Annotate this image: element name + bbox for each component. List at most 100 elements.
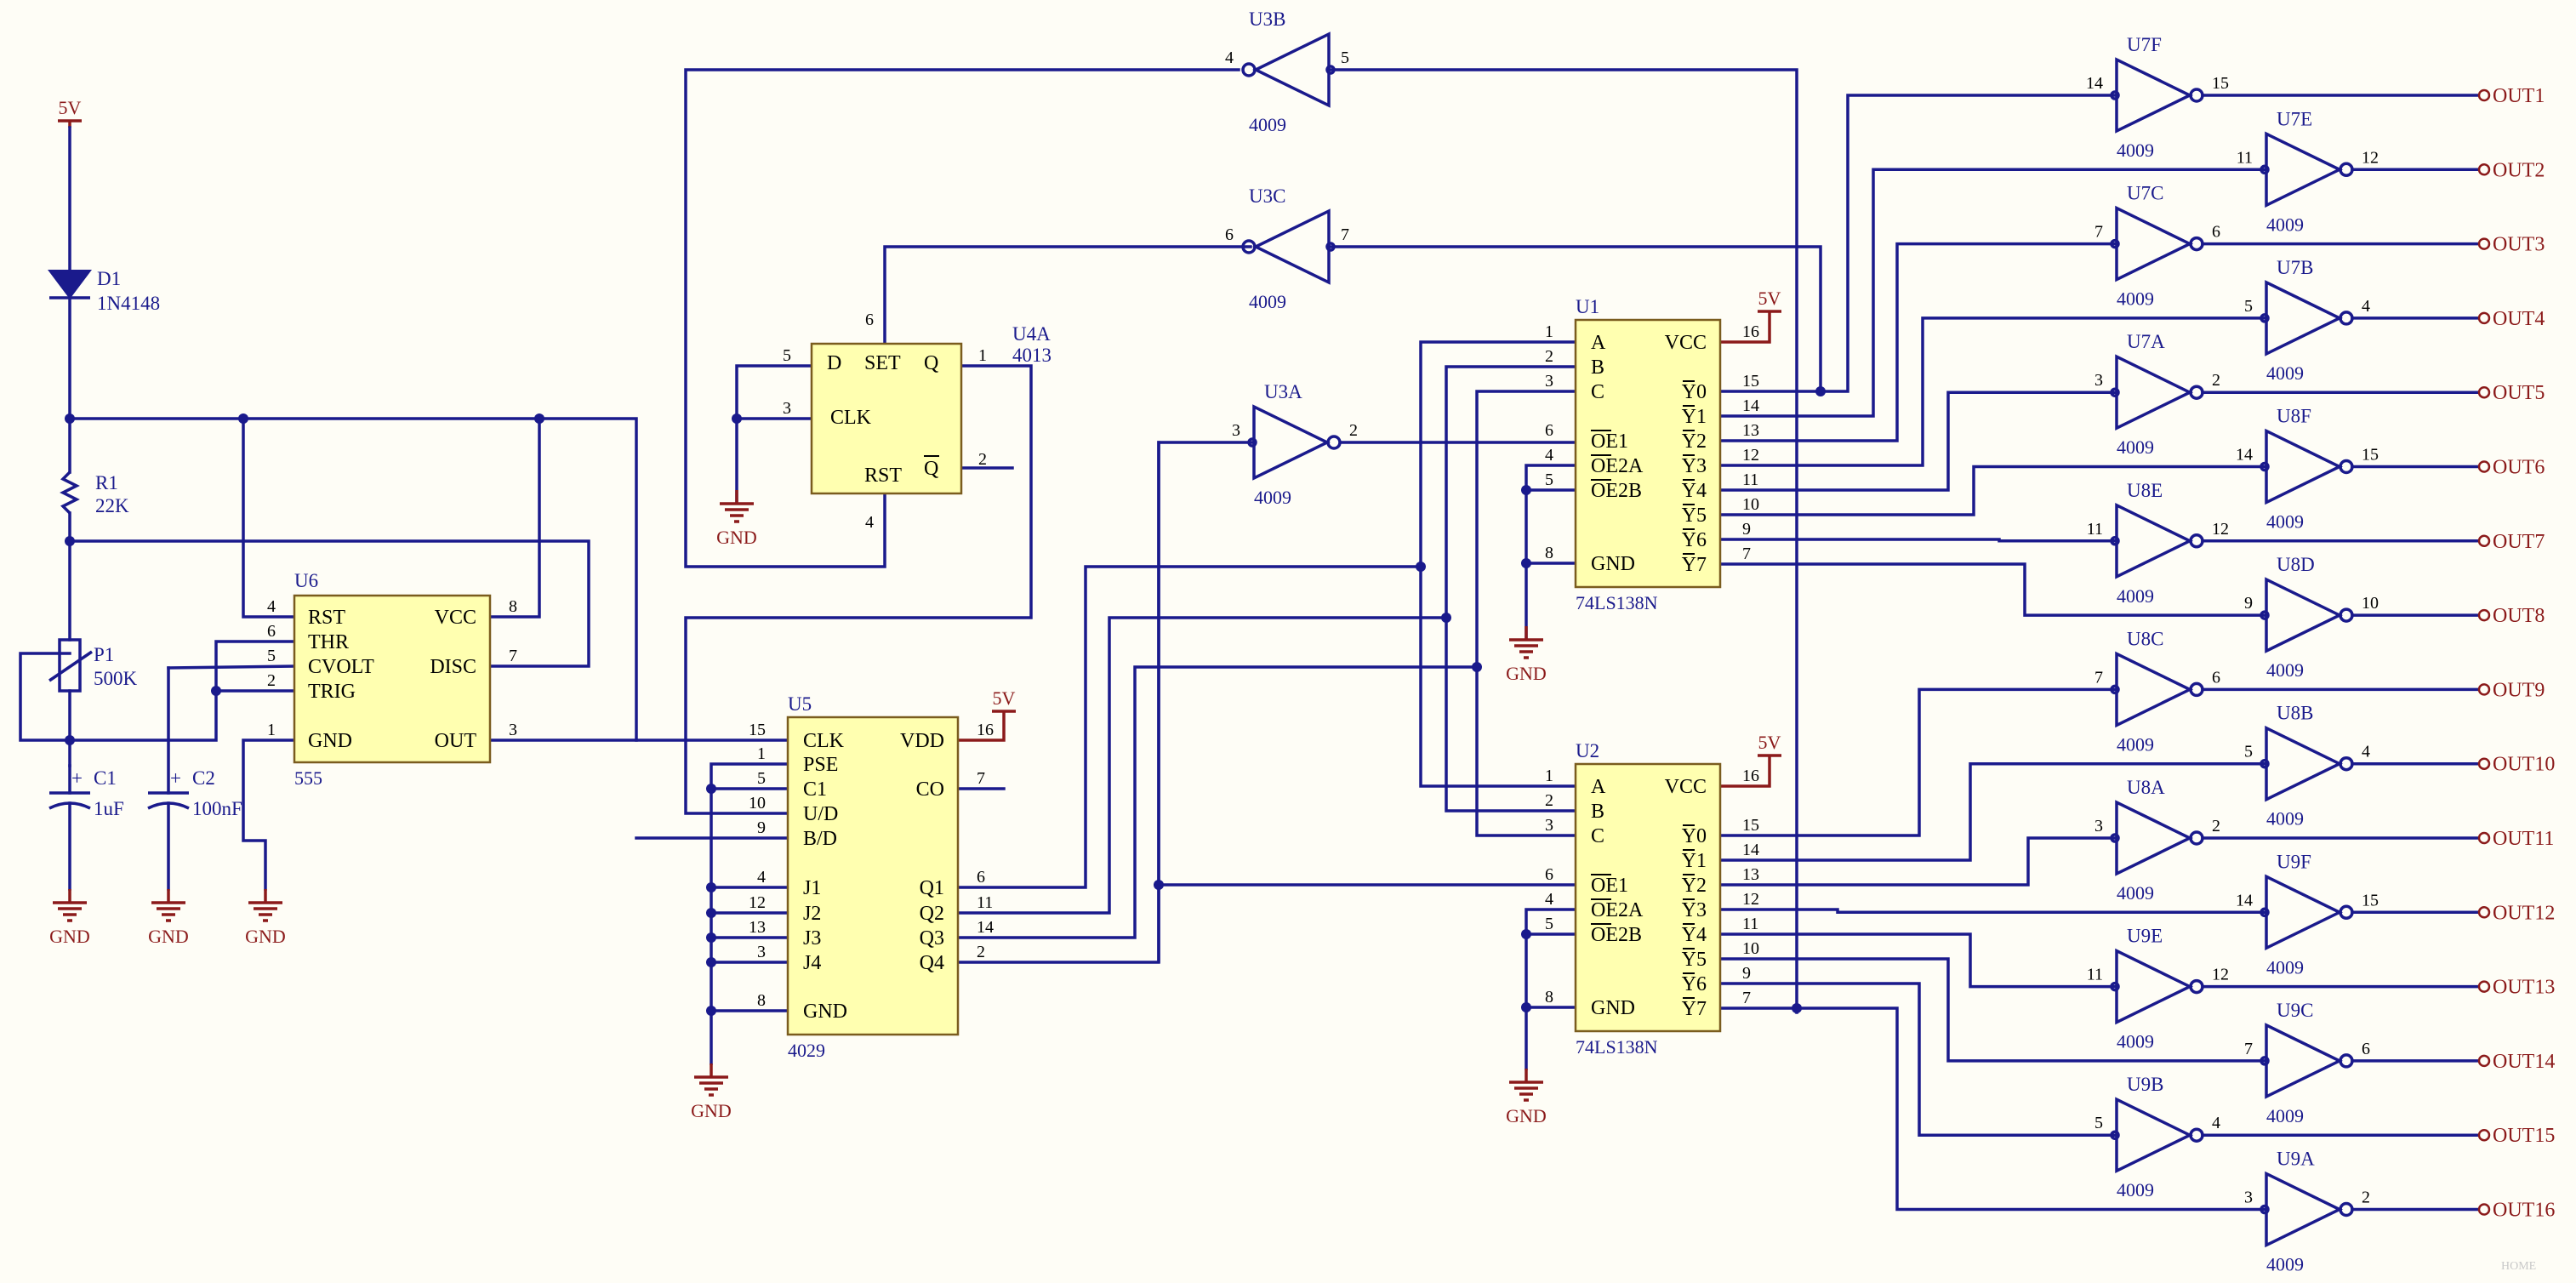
- u5-pin-label: J3: [803, 927, 821, 949]
- out-inv-1-in-pin: 14: [2086, 74, 2103, 93]
- u1-pin-num: 5: [1545, 470, 1553, 489]
- net-rst-u3b: [684, 68, 1240, 568]
- net-u1-y3: [1718, 316, 2268, 467]
- u6-body: [293, 594, 492, 764]
- wires: [19, 68, 2481, 1212]
- u5-pin-label: CO: [916, 778, 944, 801]
- u6-pin-num: 8: [509, 597, 517, 616]
- u2-part: 74LS138N: [1576, 1036, 1658, 1058]
- r1-designator: R1: [95, 472, 118, 493]
- out-port-16-icon: [2477, 1203, 2491, 1216]
- u5-pin-label: PSE: [803, 754, 838, 776]
- net-u2-oe-gnd: [1525, 908, 1577, 1070]
- out-label-8: OUT8: [2493, 605, 2545, 627]
- u4a-pin-label: D: [827, 352, 841, 374]
- u1-out-num: 14: [1742, 396, 1759, 415]
- out-inv-3-in-pin: 7: [2094, 223, 2103, 242]
- u1-out-label: Y6: [1682, 529, 1707, 551]
- net-u1-oe-gnd: [1525, 464, 1577, 640]
- u5-pin-label: Q1: [920, 877, 944, 899]
- net-disc: [68, 539, 590, 668]
- out-inv-12-out-pin: 15: [2362, 891, 2379, 910]
- u4a-pin-num: 5: [783, 346, 791, 365]
- net-u3b-in: [1329, 68, 1798, 1014]
- d1-value: 1N4148: [97, 293, 160, 314]
- out-inv-1-designator: U7F: [2127, 34, 2162, 55]
- u5-pin-label: J2: [803, 903, 821, 925]
- net-c-bus: [1475, 390, 1577, 837]
- u3a-part: 4009: [1254, 487, 1291, 508]
- u1-pin-label: C: [1591, 381, 1604, 403]
- junction-dot: [1441, 613, 1451, 623]
- out-inv-10-out-pin: 4: [2362, 743, 2370, 761]
- net-vcc: [488, 417, 541, 619]
- capacitor-curve-icon: [48, 801, 91, 810]
- out-port-15-icon: [2477, 1128, 2491, 1142]
- u3b-part: 4009: [1249, 114, 1286, 135]
- out-inv-3-out-pin: 6: [2212, 223, 2220, 242]
- ground-label: GND: [245, 926, 286, 947]
- out-inv-14-bubble-icon: [2339, 1053, 2354, 1069]
- net-u1-y4: [1718, 391, 2118, 492]
- u1-out-num: 9: [1742, 520, 1751, 539]
- out-inv-8-in-pin: 9: [2244, 594, 2253, 613]
- net-u2-y0: [1718, 687, 2118, 837]
- net-u3c-in: [1329, 245, 1822, 395]
- u6-pin-label: DISC: [430, 656, 476, 678]
- out-inv-4-out-pin: 4: [2362, 297, 2370, 316]
- u6-pin-num: 6: [267, 622, 276, 641]
- out-inv-10-in-pin: 5: [2244, 743, 2253, 761]
- out-inv-6-out-pin: 15: [2362, 446, 2379, 465]
- capacitor-curve-icon: [147, 801, 190, 810]
- out-inv-2-bubble-icon: [2339, 162, 2354, 178]
- out-inv-11-bubble-icon: [2189, 830, 2204, 846]
- out-inv-16-in-pin: 3: [2244, 1189, 2253, 1207]
- out-inv-15-triangle: [2115, 1097, 2193, 1174]
- u5-pin-num: 14: [977, 918, 994, 937]
- net-u2-y6: [1718, 982, 2118, 1137]
- watermark: HOME: [2501, 1260, 2536, 1273]
- u2-out-num: 11: [1742, 915, 1758, 933]
- net-u2-y5: [1718, 957, 2268, 1063]
- junction-dot: [706, 908, 716, 918]
- u5-pin-label: U/D: [803, 803, 838, 825]
- c1-plus-icon: +: [71, 767, 83, 789]
- u2-designator: U2: [1576, 740, 1599, 761]
- junction-dot: [706, 957, 716, 967]
- net-5v-clk-bd: [68, 417, 638, 742]
- u6-pin-num: 7: [509, 647, 517, 665]
- u5-pin-num: 3: [757, 943, 766, 961]
- out-inv-4-part: 4009: [2266, 362, 2304, 384]
- out-inv-14-designator: U9C: [2277, 1000, 2313, 1021]
- u2-pin-num: 8: [1545, 988, 1553, 1006]
- out-inv-6-triangle: [2265, 428, 2343, 505]
- out-inv-13-in-pin: 11: [2087, 966, 2103, 984]
- components: [48, 31, 2491, 1248]
- out-inv-9-part: 4009: [2117, 733, 2154, 755]
- u3c-out-pin: 6: [1225, 225, 1234, 244]
- out-port-14-icon: [2477, 1054, 2491, 1068]
- u3a-bubble-icon: [1326, 435, 1342, 450]
- u2-out-num: 13: [1742, 865, 1759, 884]
- u4a-pin-num: 2: [978, 450, 987, 469]
- out-inv-3-designator: U7C: [2127, 183, 2163, 204]
- out-port-5-icon: [2477, 385, 2491, 399]
- out-label-16: OUT16: [2493, 1200, 2555, 1222]
- u1-out-label: Y3: [1682, 455, 1707, 477]
- junction-dot: [732, 413, 742, 424]
- out-inv-12-bubble-icon: [2339, 904, 2354, 921]
- u5-pin-label: CLK: [803, 730, 845, 752]
- u3c-in-pin: 7: [1341, 225, 1349, 244]
- u5-pin-num: 16: [977, 721, 994, 739]
- u2-pin-label: OE2B: [1591, 924, 1642, 946]
- u2-out-label: Y1: [1682, 850, 1707, 872]
- out-inv-15-designator: U9B: [2127, 1074, 2163, 1095]
- junction-dot: [1521, 1002, 1531, 1012]
- u2-out-label: Y0: [1682, 825, 1707, 847]
- u2-out-num: 7: [1742, 989, 1751, 1007]
- out-inv-3-pin-dot: [2110, 238, 2120, 249]
- u2-pin-num: 5: [1545, 915, 1553, 933]
- u1-designator: U1: [1576, 296, 1599, 317]
- out-label-12: OUT12: [2493, 902, 2555, 924]
- out-inv-4-in-pin: 5: [2244, 297, 2253, 316]
